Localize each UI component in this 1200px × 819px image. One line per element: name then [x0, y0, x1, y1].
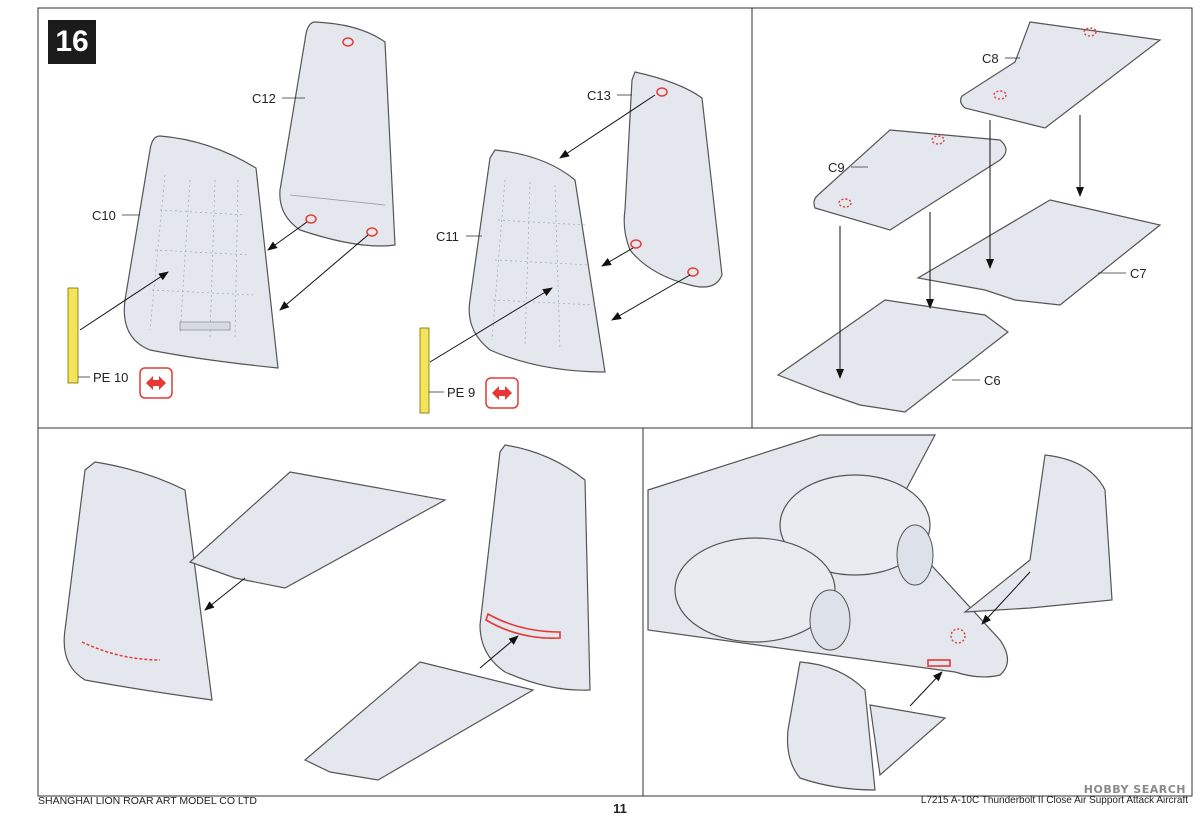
label-c9: C9 [828, 160, 845, 175]
part-c6 [776, 299, 1009, 413]
label-c7: C7 [1130, 266, 1147, 281]
engine-nacelle [674, 537, 836, 643]
assembled-tail-lower [786, 661, 947, 791]
glue-mark [950, 628, 966, 644]
attach-point-mark [687, 267, 699, 277]
label-c6: C6 [984, 373, 1001, 388]
attach-point-mark [630, 239, 642, 249]
part-c12 [279, 21, 396, 247]
engine-intake [896, 524, 934, 586]
glue-mark [485, 612, 561, 639]
assembled-tail-upper [963, 454, 1113, 613]
label-c8: C8 [982, 51, 999, 66]
panel-frames [37, 7, 1193, 797]
label-c10: C10 [92, 208, 116, 223]
horizontal-stabilizer-upper [188, 471, 447, 589]
assembly-arrows-bottom-left [204, 577, 519, 669]
attach-point-mark [305, 214, 317, 224]
aircraft-fuselage [647, 434, 1009, 678]
part-c7 [916, 199, 1162, 306]
double-arrow-icon [139, 367, 173, 399]
attach-point-mark [342, 37, 354, 47]
part-pe10 [67, 287, 79, 384]
assembly-arrows-top-left [79, 221, 369, 331]
footer-company: SHANGHAI LION ROAR ART MODEL CO LTD [38, 795, 257, 807]
glue-mark [927, 659, 951, 667]
attach-point-mark [656, 87, 668, 97]
label-pe10: PE 10 [93, 370, 128, 385]
label-c11: C11 [436, 229, 459, 244]
double-arrow-icon [485, 377, 519, 409]
part-c10 [123, 135, 279, 369]
assembly-arrows-top-middle [429, 94, 691, 363]
footer-page-number: 11 [613, 801, 627, 816]
part-c11 [468, 149, 606, 373]
assembly-arrows-bottom-right [909, 571, 1031, 707]
footer-product-title: L7215 A-10C Thunderbolt II Close Air Sup… [920, 795, 1188, 806]
glue-mark [81, 641, 161, 661]
part-c13 [623, 71, 723, 288]
assembled-fin-right [479, 444, 591, 691]
part-labels: C12 C10 C13 C11 C8 C9 C7 C6 PE 10 PE 9 [78, 51, 1147, 400]
attach-point-mark [366, 227, 378, 237]
part-pe9 [419, 327, 430, 414]
step-number-badge: 16 [48, 20, 96, 64]
part-c8 [959, 21, 1162, 129]
panel-bottom-right-frame [642, 427, 1193, 797]
label-c12: C12 [252, 91, 276, 106]
watermark-logo: HOBBY SEARCH [1083, 783, 1186, 796]
label-pe9: PE 9 [447, 385, 475, 400]
part-c9 [813, 129, 1007, 231]
engine-nacelle [779, 474, 931, 576]
assembled-fin-left [63, 461, 213, 701]
horizontal-stabilizer-lower [303, 661, 535, 781]
assembly-arrows-top-right [836, 115, 1084, 379]
label-c13: C13 [587, 88, 611, 103]
engine-intake [809, 589, 851, 651]
